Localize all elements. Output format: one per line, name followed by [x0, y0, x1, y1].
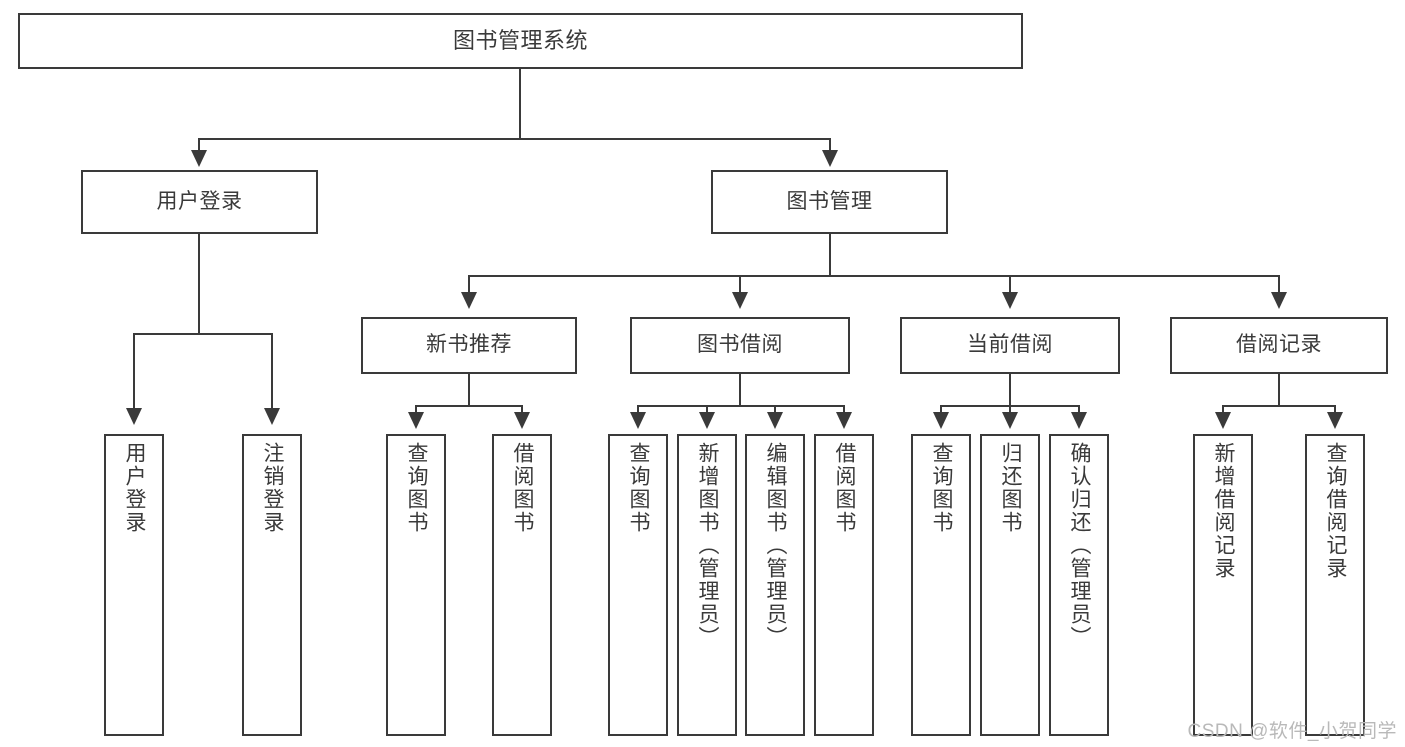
connector-root-to-book-management: [829, 138, 831, 155]
leaf-nb-query-book[interactable]: 查询图书: [386, 434, 446, 736]
connector-user-login-bus: [133, 333, 273, 335]
connector-nb-leaf-1: [415, 405, 417, 417]
node-label: 新增借阅记录: [1212, 442, 1236, 580]
connector-root-drop: [519, 69, 521, 139]
connector-root-to-user-login: [198, 138, 200, 155]
node-label: 新增图书（管理员）: [696, 442, 720, 649]
arrowhead-bm-to-book-borrow: [732, 292, 748, 309]
node-label: 新书推荐: [426, 333, 512, 357]
node-label: 查询借阅记录: [1324, 442, 1348, 580]
arrowhead-bm-to-borrow-record: [1271, 292, 1287, 309]
node-book-borrow[interactable]: 图书借阅: [630, 317, 850, 374]
arrowhead-user-login-leaf-2: [264, 408, 280, 425]
node-label: 图书管理系统: [452, 28, 588, 54]
connector-bb-leaf-3: [774, 405, 776, 417]
leaf-cb-query-book[interactable]: 查询图书: [911, 434, 971, 736]
node-label: 编辑图书（管理员）: [764, 442, 788, 649]
arrowhead-user-login-leaf-1: [126, 408, 142, 425]
connector-borrow-record-drop: [1278, 374, 1280, 406]
connector-br-leaf-2: [1334, 405, 1336, 417]
node-label: 归还图书: [999, 442, 1023, 534]
connector-borrow-record-bus: [1222, 405, 1336, 407]
leaf-br-add-record[interactable]: 新增借阅记录: [1193, 434, 1253, 736]
node-book-management[interactable]: 图书管理: [711, 170, 948, 234]
leaf-bb-edit-book-admin[interactable]: 编辑图书（管理员）: [745, 434, 805, 736]
node-label: 图书借阅: [697, 333, 783, 357]
connector-cb-leaf-3: [1078, 405, 1080, 417]
node-borrow-record[interactable]: 借阅记录: [1170, 317, 1388, 374]
node-current-borrow[interactable]: 当前借阅: [900, 317, 1120, 374]
arrowhead-bb-leaf-1: [630, 412, 646, 429]
arrowhead-root-to-user-login: [191, 150, 207, 167]
arrowhead-bb-leaf-4: [836, 412, 852, 429]
node-label: 确认归还（管理员）: [1068, 442, 1092, 649]
connector-br-leaf-1: [1222, 405, 1224, 417]
leaf-bb-query-book[interactable]: 查询图书: [608, 434, 668, 736]
csdn-watermark: CSDN @软件_小贺同学: [1187, 721, 1397, 742]
node-label: 用户登录: [156, 189, 243, 213]
arrowhead-nb-leaf-2: [514, 412, 530, 429]
leaf-bb-add-book-admin[interactable]: 新增图书（管理员）: [677, 434, 737, 736]
arrowhead-nb-leaf-1: [408, 412, 424, 429]
node-new-book-recommend[interactable]: 新书推荐: [361, 317, 577, 374]
node-label: 查询图书: [405, 442, 429, 534]
connector-cb-leaf-1: [940, 405, 942, 417]
arrowhead-root-to-book-management: [822, 150, 838, 167]
connector-new-book-drop: [468, 374, 470, 406]
leaf-bb-borrow-book[interactable]: 借阅图书: [814, 434, 874, 736]
connector-current-borrow-drop: [1009, 374, 1011, 406]
arrowhead-cb-leaf-2: [1002, 412, 1018, 429]
connector-cb-leaf-2: [1009, 405, 1011, 417]
leaf-nb-borrow-book[interactable]: 借阅图书: [492, 434, 552, 736]
arrowhead-cb-leaf-3: [1071, 412, 1087, 429]
node-label: 查询图书: [627, 442, 651, 534]
arrowhead-br-leaf-1: [1215, 412, 1231, 429]
arrowhead-cb-leaf-1: [933, 412, 949, 429]
connector-book-management-drop: [829, 234, 831, 276]
connector-bb-leaf-4: [843, 405, 845, 417]
connector-nb-leaf-2: [521, 405, 523, 417]
connector-bm-to-current-borrow: [1009, 275, 1011, 297]
connector-bb-leaf-1: [637, 405, 639, 417]
connector-book-management-bus: [468, 275, 1280, 277]
arrowhead-bb-leaf-2: [699, 412, 715, 429]
node-label: 借阅图书: [833, 442, 857, 534]
connector-book-borrow-bus: [637, 405, 845, 407]
arrowhead-br-leaf-2: [1327, 412, 1343, 429]
node-label: 借阅图书: [511, 442, 535, 534]
node-label: 图书管理: [786, 189, 873, 213]
connector-user-login-leaf-2: [271, 333, 273, 413]
leaf-br-query-record[interactable]: 查询借阅记录: [1305, 434, 1365, 736]
arrowhead-bm-to-current-borrow: [1002, 292, 1018, 309]
connector-bm-to-book-borrow: [739, 275, 741, 297]
node-label: 查询图书: [930, 442, 954, 534]
connector-book-borrow-drop: [739, 374, 741, 406]
node-label: 注销登录: [261, 442, 285, 534]
node-label: 用户登录: [123, 442, 147, 534]
node-label: 借阅记录: [1236, 333, 1322, 357]
connector-user-login-drop: [198, 234, 200, 334]
connector-new-book-bus: [415, 405, 523, 407]
leaf-logout[interactable]: 注销登录: [242, 434, 302, 736]
node-user-login[interactable]: 用户登录: [81, 170, 318, 234]
node-root-book-management-system[interactable]: 图书管理系统: [18, 13, 1023, 69]
leaf-user-login[interactable]: 用户登录: [104, 434, 164, 736]
leaf-cb-return-book[interactable]: 归还图书: [980, 434, 1040, 736]
arrowhead-bm-to-new-book: [461, 292, 477, 309]
node-label: 当前借阅: [967, 333, 1053, 357]
connector-bm-to-borrow-record: [1278, 275, 1280, 297]
connector-bb-leaf-2: [706, 405, 708, 417]
leaf-cb-confirm-return-admin[interactable]: 确认归还（管理员）: [1049, 434, 1109, 736]
connector-user-login-leaf-1: [133, 333, 135, 413]
arrowhead-bb-leaf-3: [767, 412, 783, 429]
connector-root-bus: [198, 138, 831, 140]
connector-bm-to-new-book: [468, 275, 470, 297]
